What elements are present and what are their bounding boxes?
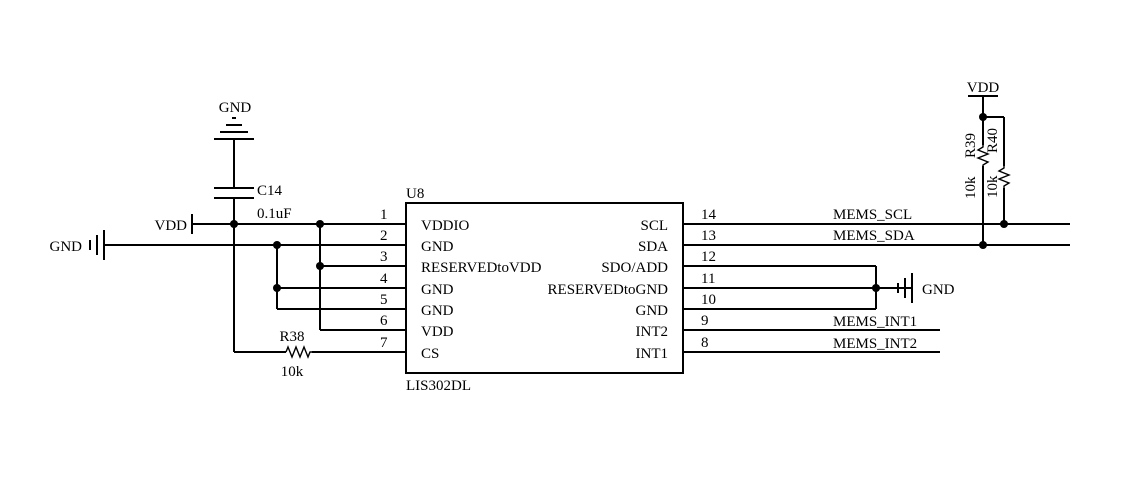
pin-name: GND	[636, 303, 669, 319]
pin-number: 6	[380, 313, 388, 329]
pin-name: CS	[421, 346, 439, 362]
left-junctions	[230, 220, 324, 292]
gnd-label: GND	[50, 239, 83, 255]
pin-number: 14	[701, 207, 717, 223]
resistor-ref: R39	[963, 133, 979, 158]
resistor-r38: R38 10k	[234, 329, 312, 380]
net-label: MEMS_SCL	[833, 207, 912, 223]
vdd-symbol-top: VDD	[967, 80, 1000, 117]
resistor-value: 10k	[985, 175, 1001, 198]
net-label: MEMS_SDA	[833, 228, 915, 244]
gnd-label: GND	[219, 100, 252, 116]
left-pin-names: VDDIO GND RESERVEDtoVDD GND GND VDD CS	[421, 218, 542, 362]
ic-part: LIS302DL	[406, 378, 471, 394]
net-labels: MEMS_SCL MEMS_SDA MEMS_INT1 MEMS_INT2	[833, 207, 917, 352]
vdd-label: VDD	[967, 80, 1000, 96]
right-pin-lines	[683, 223, 1070, 353]
junction-dot	[872, 284, 880, 292]
pin-number: 1	[380, 207, 388, 223]
pullup-wiring	[979, 113, 1005, 166]
net-label: MEMS_INT2	[833, 336, 917, 352]
pin-number: 11	[701, 271, 715, 287]
pin-name: GND	[421, 303, 454, 319]
pin-number: 13	[701, 228, 716, 244]
resistor-ref: R40	[985, 128, 1001, 153]
ic-ref: U8	[406, 186, 424, 202]
resistor-r39: R39 10k	[963, 133, 990, 249]
left-pin-numbers: 1 2 3 4 5 6 7	[380, 207, 388, 351]
pin-name: VDDIO	[421, 218, 469, 234]
pin-name: GND	[421, 239, 454, 255]
resistor-value: 10k	[281, 364, 304, 380]
left-pin-lines	[104, 223, 406, 353]
net-label: MEMS_INT1	[833, 314, 917, 330]
right-pin-numbers: 14 13 12 11 10 9 8	[701, 207, 717, 351]
pin-name: SDA	[638, 239, 668, 255]
pin-name: RESERVEDtoGND	[548, 282, 669, 298]
pin-name: INT2	[636, 324, 669, 340]
resistor-r40: R40 10k	[985, 128, 1011, 228]
pin-name: INT1	[636, 346, 669, 362]
capacitor-ref: C14	[257, 183, 283, 199]
capacitor-value: 0.1uF	[257, 206, 292, 222]
vdd-label: VDD	[155, 218, 188, 234]
vdd-symbol-left: VDD	[155, 214, 234, 234]
pin-number: 9	[701, 313, 709, 329]
pin-name: SCL	[640, 218, 668, 234]
pin-name: SDO/ADD	[601, 260, 668, 276]
gnd-symbol-top: GND	[214, 100, 254, 140]
gnd-symbol-right: GND	[897, 273, 955, 303]
pin-number: 2	[380, 228, 388, 244]
pin-number: 10	[701, 292, 716, 308]
pin-number: 7	[380, 335, 388, 351]
pin-name: VDD	[421, 324, 454, 340]
pin-number: 12	[701, 249, 716, 265]
pin-number: 5	[380, 292, 388, 308]
pin-number: 4	[380, 271, 388, 287]
pin-name: RESERVEDtoVDD	[421, 260, 542, 276]
gnd-symbol-left: GND	[50, 230, 105, 260]
pin-number: 8	[701, 335, 709, 351]
resistor-value: 10k	[963, 176, 979, 199]
gnd-label: GND	[922, 282, 955, 298]
pin-name: GND	[421, 282, 454, 298]
right-pin-names: SCL SDA SDO/ADD RESERVEDtoGND GND INT2 I…	[548, 218, 669, 362]
resistor-ref: R38	[279, 329, 304, 345]
pin-number: 3	[380, 249, 388, 265]
